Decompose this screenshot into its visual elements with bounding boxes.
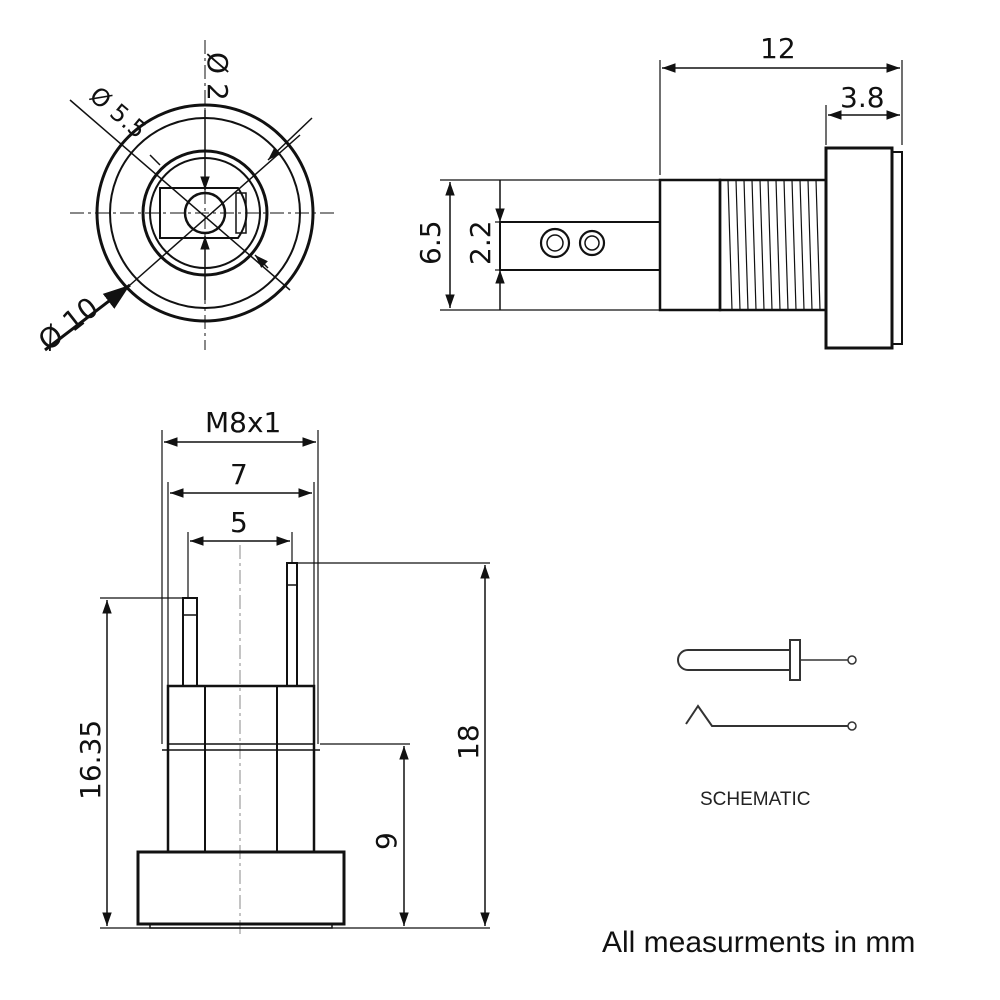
dim-flange: 3.8 xyxy=(840,81,885,114)
units-note: All measurments in mm xyxy=(602,926,915,959)
dim-length: 12 xyxy=(760,32,796,65)
schematic-label: SCHEMATIC xyxy=(700,789,810,810)
dim-pin-diameter: Ø 2 xyxy=(201,52,234,101)
pin-view xyxy=(100,430,490,935)
side-view xyxy=(440,60,903,350)
tall-pin xyxy=(286,562,298,687)
pin-view-body xyxy=(166,684,316,854)
dim-thread-height: 9 xyxy=(370,832,403,850)
dim-outer-diameter: Ø 10 xyxy=(32,291,105,358)
side-flange xyxy=(824,146,894,350)
dim-short-pin: 16.35 xyxy=(74,720,107,800)
dim-socket-diameter: Ø 5.5 xyxy=(84,81,152,144)
dim-body-height: 6.5 xyxy=(414,220,447,265)
side-body xyxy=(658,178,722,312)
dim-tall-pin: 18 xyxy=(452,724,485,760)
dim-pin-spacing: 5 xyxy=(230,506,248,539)
dim-width: 7 xyxy=(230,458,248,491)
schematic-symbol xyxy=(677,639,857,731)
pin-view-flange xyxy=(136,850,346,926)
front-view xyxy=(44,40,335,352)
center-pin xyxy=(183,191,227,235)
short-pin xyxy=(182,597,198,687)
outer-ring xyxy=(95,103,315,323)
dim-thread: M8x1 xyxy=(205,406,281,439)
dim-pin-height: 2.2 xyxy=(464,220,497,265)
